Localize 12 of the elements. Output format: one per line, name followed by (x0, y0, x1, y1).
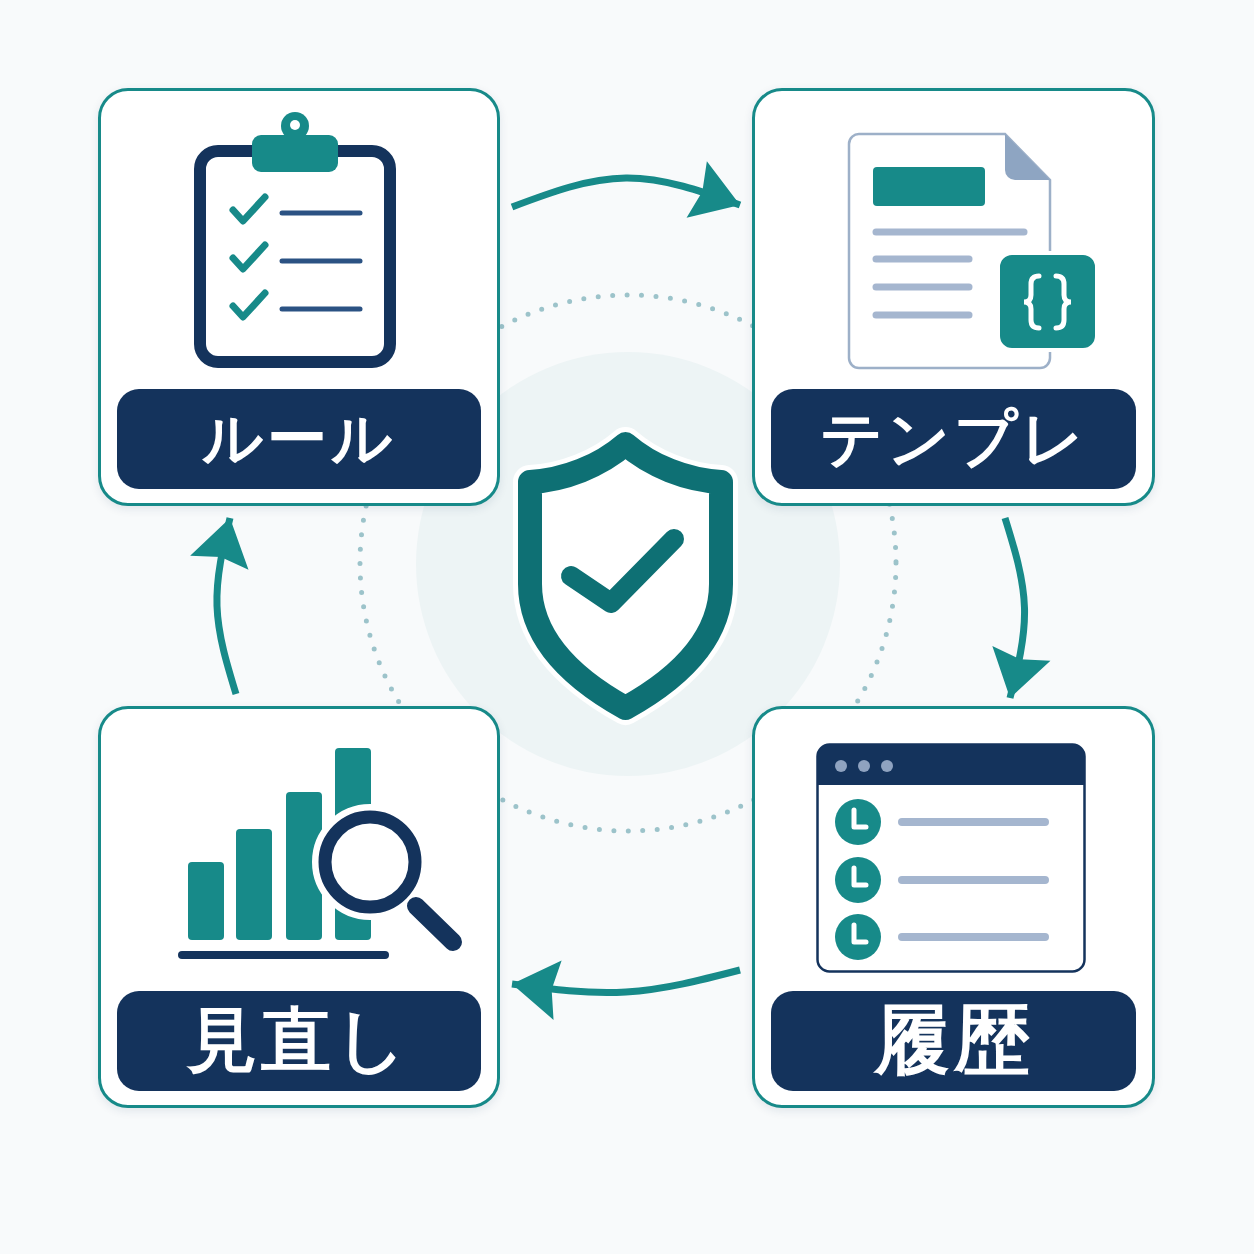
title-bar: 見直し (117, 991, 481, 1091)
title-bar: ルール (117, 389, 481, 489)
arrow (511, 960, 741, 1020)
card (98, 706, 500, 1108)
title-bar: テンプレ (771, 389, 1136, 489)
card (752, 88, 1155, 506)
title-bar: 履歴 (771, 991, 1136, 1091)
arrow (510, 161, 742, 218)
arrow (992, 516, 1051, 699)
card (752, 706, 1155, 1108)
arrow (190, 517, 249, 696)
card (98, 88, 500, 506)
